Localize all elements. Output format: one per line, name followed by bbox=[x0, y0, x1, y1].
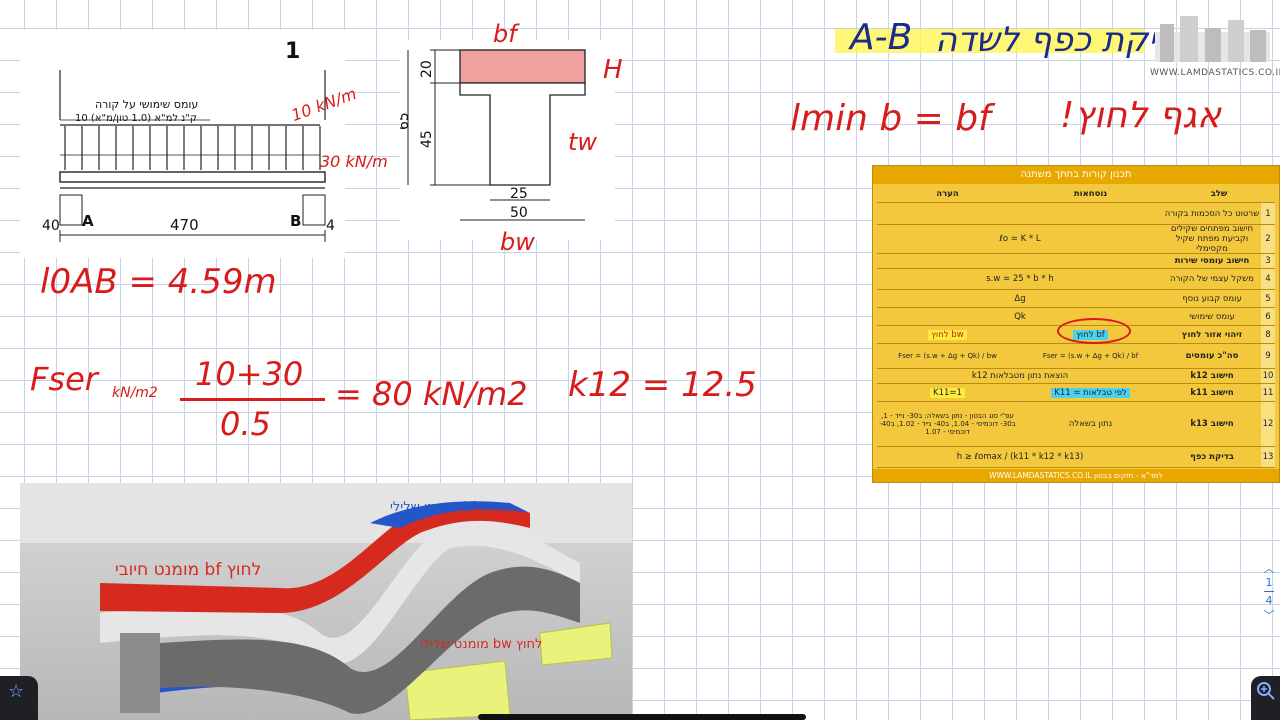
table-row: 5 עומס קבוע נוסף Δg bbox=[877, 290, 1275, 308]
table-row: 12 חישוב k13 נתון בשאלה עפ"י סוג הבטון -… bbox=[877, 402, 1275, 447]
dim-25: 25 bbox=[510, 186, 528, 202]
title-highlight bbox=[835, 29, 1145, 53]
beam-diagram-image: עומס שימושי על קורה 10 ק"נ למ"א (1.0 טון… bbox=[20, 30, 345, 258]
frame-number: 1 bbox=[285, 39, 300, 64]
page-current: 1 bbox=[1265, 576, 1273, 589]
hand-title-ab: A-B bbox=[850, 17, 913, 58]
table-row: 2 חישוב מפתחים שקילים וקביעת מפתח שקיל מ… bbox=[877, 225, 1275, 254]
hand-fser-unit: kN/m2 bbox=[112, 385, 158, 401]
left-support-label: 40 bbox=[42, 218, 60, 234]
negative-moment-top-band bbox=[370, 501, 530, 528]
load-label-line2: 10 ק"נ למ"א (1.0 טון/מ"א) bbox=[75, 113, 197, 124]
t-section-svg: 20 45 65 25 50 bbox=[396, 49, 586, 221]
hand-fraction-bar bbox=[180, 398, 325, 401]
support-wedge-back bbox=[539, 622, 613, 666]
beam-body bbox=[59, 171, 326, 183]
positive-moment-band bbox=[100, 504, 530, 613]
page-total: 4 bbox=[1265, 594, 1273, 607]
hand-lmin-eq: lmin b = bf bbox=[790, 98, 991, 139]
table-row: 1 שרטוט כל הסכמות בקורה bbox=[877, 203, 1275, 225]
web-outline bbox=[459, 82, 586, 186]
hand-fser-left: Fser bbox=[30, 360, 98, 398]
page-indicator[interactable]: ︿ 1 4 ﹀ bbox=[1260, 560, 1278, 630]
hand-fser-result: = 80 kN/m2 bbox=[335, 375, 528, 413]
hand-load-2: 30 kN/m bbox=[320, 152, 388, 171]
hand-h-right: H bbox=[603, 55, 623, 85]
table-title: תכנון קורות בחתך משתנה bbox=[873, 166, 1279, 184]
logo-text: WWW.LAMDASTATICS.CO.IL bbox=[1150, 68, 1280, 78]
table-row: 11 חישוב k11 לפי טבלאות = K11 K11=1 bbox=[877, 384, 1275, 402]
chevron-down-icon[interactable]: ﹀ bbox=[1263, 609, 1275, 622]
table-row: 9 סה"כ עומסים Fser = (s.w + Δg + Qk) / b… bbox=[877, 344, 1275, 369]
header-formula: נוסחאות bbox=[1073, 189, 1108, 199]
logo-skyline-icon bbox=[1155, 16, 1270, 62]
label-negative-top: מומנט שלילי bf מתוח bbox=[390, 500, 509, 515]
table-header-row: שלב נוסחאות הערה bbox=[877, 186, 1275, 203]
moment-render-image: מומנט שלילי bf מתוח מומנט חיובי bf לחוץ … bbox=[20, 483, 632, 720]
hand-l0-ab: l0AB = 4.59m bbox=[40, 262, 277, 302]
web-side-face bbox=[160, 566, 580, 714]
hand-title-heb: בדיקת כפף לשדה bbox=[935, 20, 1195, 60]
moment-render-svg: מומנט שלילי bf מתוח מומנט חיובי bf לחוץ … bbox=[20, 483, 632, 720]
design-table: תכנון קורות בחתך משתנה שלב נוסחאות הערה … bbox=[872, 165, 1280, 483]
hand-fser-num: 10+30 bbox=[195, 355, 304, 393]
table-row: 4 משקל עצמי של הקורה s.w = 25 * b * h bbox=[877, 269, 1275, 290]
hand-circle-annotation bbox=[1057, 318, 1131, 344]
bw-compressed-tag: bw לחוץ bbox=[928, 329, 967, 340]
beam-diagram-svg: עומס שימושי על קורה 10 ק"נ למ"א (1.0 טון… bbox=[42, 39, 335, 242]
label-negative-bottom: מומנט שלילי bw לחוץ bbox=[420, 637, 542, 652]
web-end-face bbox=[120, 633, 160, 713]
header-note: הערה bbox=[936, 189, 959, 199]
hand-heb-right: אגף לחוץ! bbox=[1060, 95, 1222, 136]
star-icon: ☆ bbox=[8, 681, 25, 702]
hand-bw-bottom: bw bbox=[500, 228, 535, 256]
flange-top bbox=[459, 49, 586, 84]
lamdastatics-logo: WWW.LAMDASTATICS.CO.IL bbox=[1150, 10, 1280, 85]
load-arrows bbox=[59, 70, 326, 170]
zoom-in-icon bbox=[1257, 682, 1275, 700]
right-support-label: 4 bbox=[326, 218, 335, 234]
table-row: 3 חישוב עומסי שירות bbox=[877, 254, 1275, 269]
node-b: B bbox=[290, 212, 301, 230]
dim-45: 45 bbox=[419, 130, 435, 148]
home-indicator-bar[interactable] bbox=[478, 714, 806, 720]
dim-65: 65 bbox=[400, 112, 412, 130]
hand-tw-right: tw bbox=[568, 128, 598, 156]
hand-k12: k12 = 12.5 bbox=[568, 365, 757, 405]
header-step: שלב bbox=[1210, 189, 1228, 199]
node-a: A bbox=[82, 212, 94, 230]
left-support bbox=[59, 194, 83, 226]
hand-fser-den: 0.5 bbox=[220, 405, 271, 443]
dim-20: 20 bbox=[419, 60, 435, 78]
t-section-image: 20 45 65 25 50 bbox=[396, 40, 615, 240]
span-label: 470 bbox=[170, 216, 199, 234]
favorite-button[interactable]: ☆ bbox=[0, 676, 38, 720]
dim-50: 50 bbox=[510, 205, 528, 221]
hand-bf-top: bf bbox=[493, 20, 517, 48]
label-positive: מומנט חיובי bf לחוץ bbox=[115, 560, 261, 580]
table-footer: WWW.LAMDASTATICS.CO.IL למד"א - חזקים בבט… bbox=[873, 469, 1279, 482]
load-label-line1: עומס שימושי על קורה bbox=[95, 98, 198, 111]
table-row: 13 בדיקת כפף h ≥ ℓomax / (k11 * k12 * k1… bbox=[877, 447, 1275, 468]
beam-top-face bbox=[100, 519, 580, 665]
zoom-button[interactable] bbox=[1251, 676, 1280, 720]
table-row: 10 חישוב k12 הוצאת נתון מטבלאות k12 bbox=[877, 369, 1275, 384]
chevron-up-icon[interactable]: ︿ bbox=[1263, 562, 1275, 575]
right-support bbox=[302, 194, 326, 226]
